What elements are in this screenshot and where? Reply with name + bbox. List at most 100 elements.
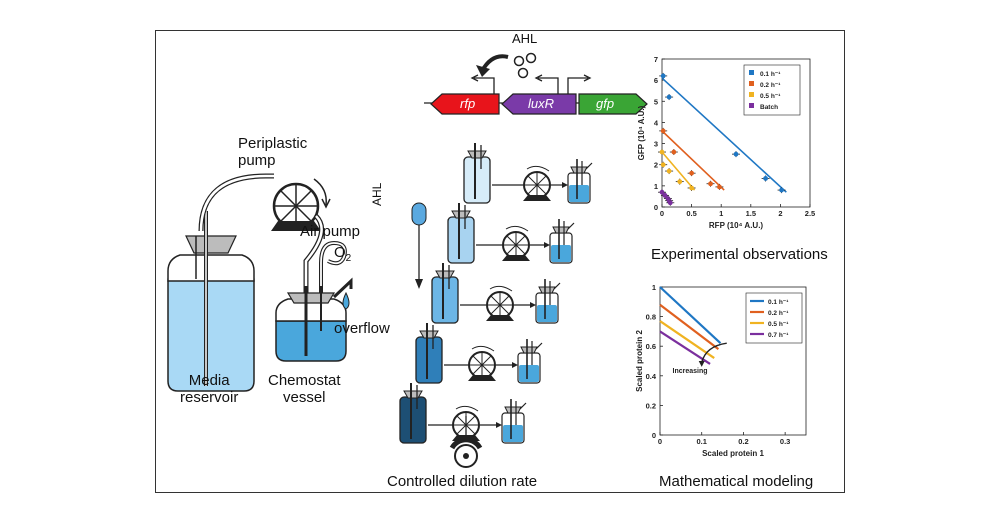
y-axis-label: GFP (10⁴ A.U.)	[637, 105, 646, 160]
dilution-pump-spoke	[527, 175, 547, 195]
dilution-chemostat-culture	[519, 365, 539, 382]
data-point	[708, 181, 713, 187]
gene-rfp	[430, 93, 500, 115]
x-tick-label: 1.5	[746, 209, 756, 218]
data-point	[660, 162, 666, 168]
dilution-flow-arrowhead	[544, 242, 550, 248]
x-tick-label: 0	[658, 437, 662, 446]
data-point	[660, 73, 666, 79]
dilution-pump-rotation-arrow	[471, 345, 495, 352]
dilution-chemostat-outlet	[553, 282, 561, 290]
ahl-gradient-capsule	[411, 202, 427, 226]
y-tick-label: 1	[652, 283, 656, 292]
x-axis-label: Scaled protein 1	[702, 449, 764, 458]
increasing-arrowhead	[698, 361, 705, 367]
fit-line	[661, 130, 725, 191]
increasing-annotation: Increasing	[673, 368, 708, 375]
data-point	[666, 168, 672, 174]
series-line	[659, 320, 715, 359]
legend-marker	[749, 70, 754, 75]
dilution-reservoir-bottle	[463, 156, 491, 204]
x-tick-label: 1	[719, 209, 723, 218]
y-tick-label: 0	[654, 203, 658, 212]
dilution-caption: Controlled dilution rate	[387, 473, 538, 490]
series-line	[659, 330, 711, 365]
y-tick-label: 1	[654, 182, 658, 191]
dilution-chemostat-outlet	[535, 342, 543, 350]
y-tick-label: 2	[654, 161, 658, 170]
pump-label: Periplastic pump	[238, 135, 308, 169]
air-pump-label: Air pump	[300, 223, 361, 240]
dilution-chemostat-culture	[503, 425, 523, 442]
peristaltic-pump	[271, 178, 331, 231]
data-point	[667, 200, 673, 206]
dilution-reservoir-bottle	[431, 276, 459, 324]
dilution-pump-rotation-arrow	[526, 165, 550, 172]
dilution-pump-rotation-arrow	[489, 285, 513, 292]
dilution-pump-base	[468, 375, 496, 381]
dilution-chemostat-cap	[504, 406, 522, 414]
series-line	[659, 303, 720, 351]
y-tick-label: 0.6	[646, 342, 656, 351]
data-point	[662, 192, 668, 198]
y-tick-label: 4	[654, 118, 659, 127]
dilution-reservoir-bottle	[447, 216, 475, 264]
x-tick-label: 2	[778, 209, 782, 218]
x-tick-label: 0.1	[696, 437, 706, 446]
dilution-chemostat-outlet	[567, 222, 575, 230]
o2-label: O2	[334, 244, 352, 264]
gene-luxr	[501, 93, 577, 115]
media-reservoir	[167, 211, 255, 392]
ahl-label: AHL	[512, 31, 538, 46]
dilution-flow-arrowhead	[530, 302, 536, 308]
y-tick-label: 3	[654, 140, 658, 149]
chemostat-setup-drawing	[167, 173, 353, 392]
y-tick-label: 7	[654, 55, 658, 64]
legend-label: 0.1 h⁻¹	[768, 299, 788, 306]
x-tick-label: 2.5	[805, 209, 815, 218]
figure-panel: Periplastic pump Air pump O2 overflow Me…	[155, 30, 845, 493]
data-point	[677, 179, 683, 185]
x-tick-label: 0.3	[780, 437, 790, 446]
overflow-drop	[342, 291, 350, 310]
ahl-axis-arrowhead	[415, 279, 423, 289]
dilution-flow-arrowhead	[562, 182, 568, 188]
legend-label: 0.1 h⁻¹	[760, 71, 780, 78]
dilution-chemostat-culture	[551, 245, 571, 262]
y-axis-label: Scaled protein 2	[635, 330, 644, 392]
modeling-caption: Mathematical modeling	[659, 473, 814, 490]
dilution-pump-rotation-arrow	[455, 405, 479, 412]
dilution-pump-base	[523, 195, 551, 201]
y-tick-label: 6	[654, 76, 658, 85]
legend-label: 0.2 h⁻¹	[760, 82, 780, 89]
y-tick-label: 0.4	[646, 372, 657, 381]
dilution-chemostat-outlet	[519, 402, 527, 410]
x-tick-label: 0.2	[738, 437, 748, 446]
data-point	[666, 94, 672, 100]
data-point	[733, 151, 739, 157]
dilution-pump-spoke	[506, 235, 526, 255]
legend-marker	[749, 92, 754, 97]
x-tick-label: 0	[660, 209, 664, 218]
dilution-chemostat-cap	[570, 166, 588, 174]
legend-label: 0.7 h⁻¹	[768, 332, 788, 339]
dilution-flow-arrowhead	[512, 362, 518, 368]
x-axis-label: RFP (10⁴ A.U.)	[709, 221, 764, 230]
legend-label: 0.5 h⁻¹	[768, 321, 788, 328]
dilution-pump-base	[486, 315, 514, 321]
legend-label: Batch	[760, 104, 778, 111]
gene-luxr-label: luxR	[528, 96, 555, 111]
x-tick-label: 0.5	[686, 209, 696, 218]
dilution-reservoir-bottle	[399, 396, 427, 444]
gene-gfp-label: gfp	[596, 96, 615, 111]
fit-line	[661, 151, 696, 191]
y-tick-label: 5	[654, 97, 658, 106]
series-line	[659, 286, 722, 345]
chemostat-vessel-label: Chemostat vessel	[268, 372, 341, 406]
data-point	[671, 149, 677, 155]
data-point	[689, 170, 694, 176]
y-tick-label: 0	[652, 431, 656, 440]
gene-gfp	[578, 93, 648, 115]
data-point	[659, 189, 665, 195]
